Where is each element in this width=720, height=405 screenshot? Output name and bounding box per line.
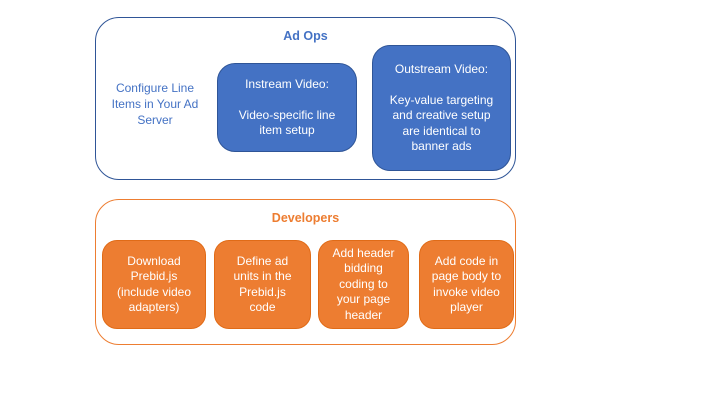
download-prebid-box: Download Prebid.js (include video adapte… [102, 240, 206, 329]
developers-group: Developers Download Prebid.js (include v… [95, 199, 516, 345]
outstream-video-box: Outstream Video: Key-value targeting and… [372, 45, 511, 171]
instream-video-box: Instream Video: Video-specific line item… [217, 63, 357, 152]
add-header-bidding-box: Add header bidding coding to your page h… [318, 240, 409, 329]
ad-ops-group: Ad Ops Configure Line Items in Your Ad S… [95, 17, 516, 180]
ad-ops-title: Ad Ops [283, 29, 328, 43]
define-ad-units-box: Define ad units in the Prebid.js code [214, 240, 311, 329]
configure-line-items-note: Configure Line Items in Your Ad Server [111, 81, 199, 127]
add-page-body-code-box: Add code in page body to invoke video pl… [419, 240, 514, 329]
developers-title: Developers [271, 211, 340, 225]
